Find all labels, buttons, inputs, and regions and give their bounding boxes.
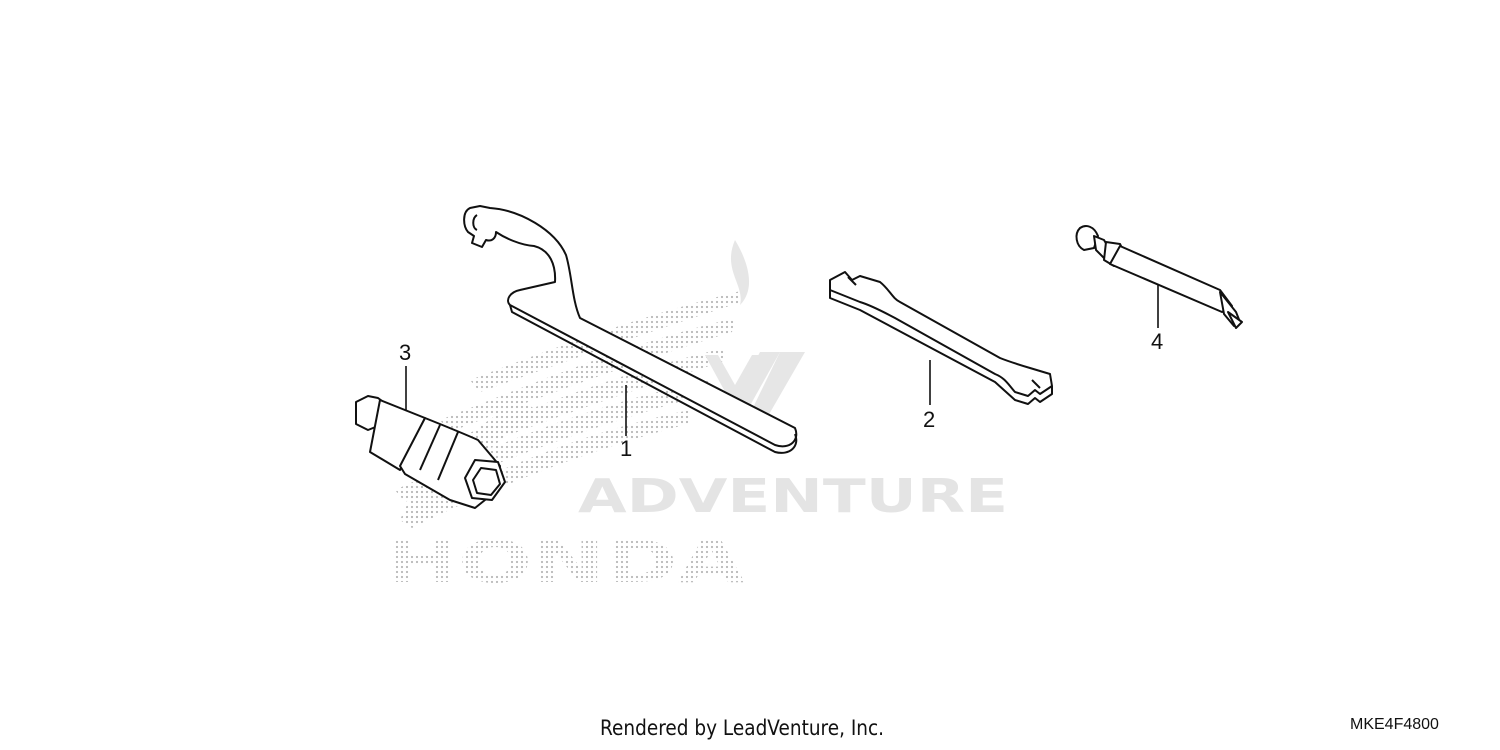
render-credit: Rendered by LeadVenture, Inc. xyxy=(600,716,885,740)
plug-socket-wrench[interactable] xyxy=(355,395,506,509)
spoke-wrench[interactable] xyxy=(829,271,1053,405)
watermark: HONDA ADVENTURE xyxy=(385,240,1008,596)
leader-lines xyxy=(405,284,1159,436)
honda-watermark: HONDA xyxy=(385,528,745,596)
callout-3[interactable]: 3 xyxy=(399,340,411,365)
callout-labels: 1 2 3 4 xyxy=(399,329,1163,461)
callout-1[interactable]: 1 xyxy=(620,436,632,461)
diagram-code: MKE4F4800 xyxy=(1350,716,1439,733)
screwdriver[interactable] xyxy=(1075,225,1243,329)
callout-4[interactable]: 4 xyxy=(1151,329,1163,354)
callout-2[interactable]: 2 xyxy=(923,407,935,432)
pin-spanner-wrench[interactable] xyxy=(463,205,798,454)
adventure-watermark: ADVENTURE xyxy=(578,469,1008,523)
